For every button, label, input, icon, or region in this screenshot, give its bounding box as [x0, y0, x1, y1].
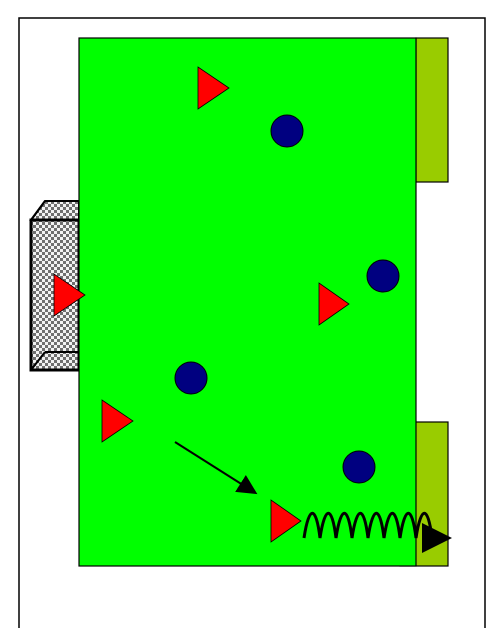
defender-marker-1 [271, 115, 303, 147]
defender-marker-3 [175, 362, 207, 394]
defender-marker-4 [343, 451, 375, 483]
defender-marker-2 [367, 260, 399, 292]
upper-side-zone [416, 38, 448, 182]
